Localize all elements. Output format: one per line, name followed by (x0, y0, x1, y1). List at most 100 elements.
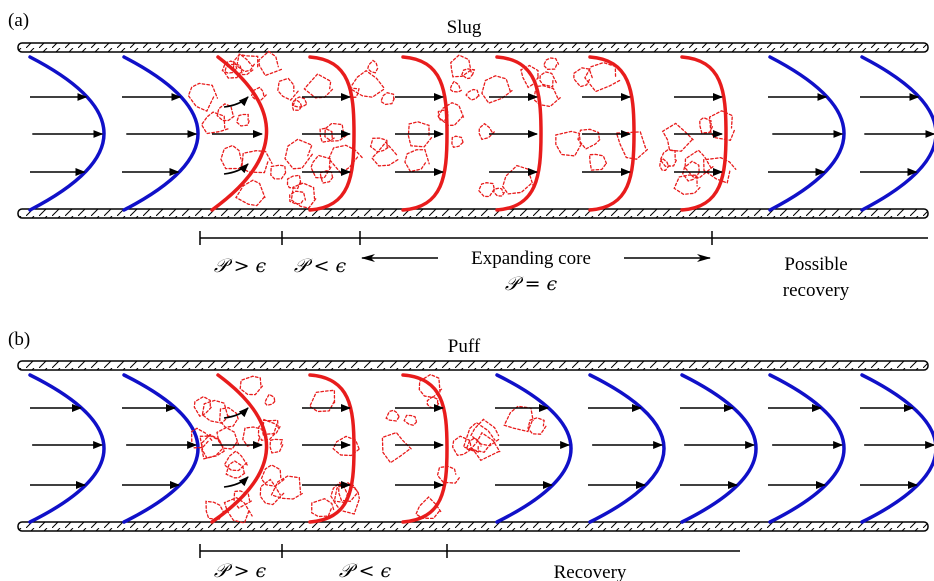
eddy (190, 427, 214, 449)
eddy (260, 464, 285, 487)
bottom-wall (17, 521, 929, 532)
top-wall (17, 42, 929, 53)
pipe-a (17, 42, 929, 219)
eddy (437, 109, 449, 121)
region-label: 𝒫 < ϵ (339, 560, 392, 581)
bottom-wall (17, 208, 929, 219)
eddy (319, 127, 335, 143)
eddy (308, 389, 336, 413)
eddy (349, 86, 360, 99)
laminar-profile (28, 55, 106, 212)
eddy (193, 395, 212, 418)
eddy (223, 63, 243, 79)
flow-arrows-a (30, 93, 934, 176)
turbulent-profile (680, 55, 728, 212)
eddy (418, 373, 443, 399)
eddy (235, 113, 250, 127)
eddy (291, 98, 303, 111)
eddy (451, 135, 464, 149)
eddy (233, 490, 252, 509)
eddy (223, 496, 253, 524)
eddy (277, 77, 299, 101)
eddy (478, 122, 495, 141)
eddy (385, 409, 400, 422)
eddy (404, 149, 430, 173)
eddy (661, 122, 694, 152)
eddy (290, 182, 317, 209)
turbulent-profile (210, 373, 269, 524)
eddy (470, 418, 500, 447)
laminar-profile (768, 55, 846, 212)
eddy (258, 50, 283, 77)
turbulent-profile (495, 55, 543, 212)
eddy (257, 418, 278, 441)
eddy (220, 144, 244, 170)
laminar-profile (122, 55, 200, 212)
laminar-profile (122, 373, 200, 524)
eddy (437, 101, 465, 126)
eddy (219, 407, 240, 429)
eddy (573, 67, 594, 88)
eddy (328, 144, 363, 174)
eddy (270, 164, 287, 180)
turbulent-profile (308, 55, 356, 212)
eddy (369, 137, 389, 153)
region-scale-a: 𝒫 > ϵ 𝒫 < ϵ Expanding core 𝒫 = ϵ Possibl… (199, 231, 928, 301)
eddy (477, 182, 495, 198)
eddy (289, 190, 307, 205)
eddy (201, 399, 230, 424)
eddy (527, 417, 547, 435)
panel-b: (b) Puff 𝒫 > ϵ 𝒫 < ϵ Recovery (8, 329, 934, 581)
eddy (684, 149, 714, 179)
eddy (216, 426, 240, 450)
eddy (201, 433, 225, 460)
eddy (703, 157, 737, 184)
eddy (286, 174, 302, 190)
eddy (542, 57, 560, 70)
laminar-profile (588, 373, 666, 524)
turbulent-profile (308, 373, 356, 524)
eddy (264, 393, 276, 407)
eddy (223, 450, 249, 472)
eddy (324, 122, 347, 142)
eddy (236, 53, 259, 73)
eddy (481, 75, 513, 104)
eddy (461, 68, 476, 80)
eddy (450, 54, 472, 78)
region-label: Recovery (554, 562, 627, 581)
eddy (682, 160, 700, 182)
eddy (415, 496, 442, 520)
eddy (407, 121, 433, 148)
turbulent-profile (210, 55, 269, 212)
eddy (200, 111, 229, 135)
eddy (403, 414, 418, 427)
eddy (471, 431, 501, 462)
eddy (338, 483, 359, 503)
laminar-profile (860, 373, 934, 524)
eddy (270, 475, 303, 500)
eddy (451, 435, 473, 457)
eddy (577, 128, 601, 150)
eddy (659, 157, 670, 171)
eddy (303, 73, 334, 99)
flow-arrows-b (30, 404, 934, 489)
laminar-profile (768, 373, 846, 524)
top-wall (17, 360, 929, 371)
flow-arrow (223, 96, 249, 108)
eddy (673, 174, 701, 195)
eddy (348, 69, 385, 98)
flow-arrow (223, 476, 249, 488)
panel-a-title: Slug (447, 17, 482, 38)
eddy (262, 419, 281, 435)
eddy (615, 131, 649, 160)
eddy (465, 88, 480, 101)
region-label: 𝒫 < ϵ (294, 255, 347, 277)
eddy (259, 478, 285, 506)
eddy (187, 82, 219, 112)
panel-a-label: (a) (8, 10, 29, 31)
pipe-b (17, 360, 929, 532)
eddy (588, 153, 608, 171)
eddy (225, 460, 246, 479)
flow-arrow (223, 163, 249, 175)
